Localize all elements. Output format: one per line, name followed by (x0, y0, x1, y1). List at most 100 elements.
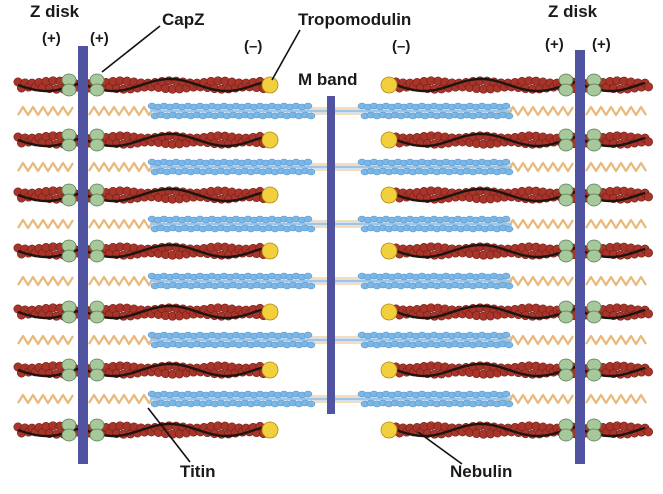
titin-strand (17, 105, 74, 117)
myosin-head (306, 225, 316, 233)
capz-cap (558, 368, 574, 382)
titin-strand (585, 275, 647, 287)
z-disk-left (78, 46, 88, 464)
myosin-head (504, 112, 514, 120)
titin-label: Titin (180, 462, 216, 481)
titin-strand (585, 334, 647, 346)
capz-cap (61, 368, 77, 382)
titin-leader-line (147, 407, 191, 463)
titin-strand (585, 105, 647, 117)
myosin-head (303, 272, 313, 280)
myosin-head (504, 282, 514, 290)
capz-layer (61, 73, 602, 442)
capz-cap (89, 193, 105, 207)
tropomyosin-strand (84, 243, 263, 259)
titin-strand (585, 161, 647, 173)
myosin-head (306, 400, 316, 408)
tropomodulin-cap (261, 131, 279, 149)
actin-monomer (643, 427, 653, 437)
z-disk-right-label: Z disk (548, 2, 598, 21)
myosin-head (504, 225, 514, 233)
myosin-head (501, 331, 511, 339)
tropomodulin-cap (380, 303, 398, 321)
capz-cap (586, 249, 602, 263)
capz-cap (89, 83, 105, 97)
capz-cap (586, 368, 602, 382)
capz-cap (61, 138, 77, 152)
actin-monomer (643, 192, 653, 202)
plus-end-label-3: (+) (545, 36, 564, 53)
plus-end-label-4: (+) (592, 36, 611, 53)
actin-monomer (643, 309, 653, 319)
capz-cap (89, 310, 105, 324)
tropomyosin-strand (395, 132, 577, 148)
capz-cap (61, 310, 77, 324)
tropomyosin-strand (395, 304, 577, 320)
tropomyosin-strand (395, 187, 577, 203)
titin-strand (88, 393, 160, 405)
capz-cap (586, 138, 602, 152)
capz-cap (89, 249, 105, 263)
myosin-head (501, 390, 511, 398)
tropomyosin-strand (395, 243, 577, 259)
titin-strand (585, 218, 647, 230)
myosin-head (303, 215, 313, 223)
tropomodulin-cap (261, 186, 279, 204)
titin-strand (88, 218, 160, 230)
capz-cap (558, 193, 574, 207)
titin-strand (17, 275, 74, 287)
capz-cap (586, 428, 602, 442)
tropomodulin-label: Tropomodulin (298, 10, 412, 29)
tropomodulin-leader-line (271, 29, 301, 81)
tropomodulin-cap (380, 186, 398, 204)
leader-line-layer (101, 25, 463, 465)
myosin-head (303, 331, 313, 339)
capz-cap (89, 368, 105, 382)
tropomyosin-strand (84, 77, 263, 93)
tropomyosin-strand (395, 362, 577, 378)
tropomodulin-cap (380, 361, 398, 379)
tropomodulin-cap (380, 421, 398, 439)
capz-cap (89, 428, 105, 442)
tropomyosin-strand (84, 304, 263, 320)
capz-cap (61, 428, 77, 442)
minus-end-label-left: (–) (244, 38, 263, 55)
titin-strand (88, 334, 160, 346)
plus-end-label-1: (+) (42, 30, 61, 47)
myosin-head (504, 400, 514, 408)
myosin-head (306, 168, 316, 176)
capz-cap (558, 249, 574, 263)
nebulin-leader-line (417, 431, 463, 465)
minus-end-label-right: (–) (392, 38, 411, 55)
myosin-head (306, 282, 316, 290)
tropomodulin-cap (261, 421, 279, 439)
myosin-head (303, 102, 313, 110)
capz-cap (61, 193, 77, 207)
titin-strand (88, 275, 160, 287)
myosin-head (306, 112, 316, 120)
z-disk-left-label: Z disk (30, 2, 80, 21)
actin-monomer (643, 82, 653, 92)
tropomodulin-cap (261, 303, 279, 321)
z-disk-layer (78, 46, 585, 464)
myosin-head (501, 158, 511, 166)
tropomyosin-strand (84, 132, 263, 148)
capz-label: CapZ (162, 10, 205, 29)
capz-cap (61, 249, 77, 263)
tropomodulin-cap (261, 242, 279, 260)
actin-monomer (643, 367, 653, 377)
capz-cap (61, 83, 77, 97)
tropomyosin-strand (395, 422, 577, 438)
capz-cap (558, 428, 574, 442)
capz-cap (89, 138, 105, 152)
capz-cap (586, 83, 602, 97)
titin-strand (88, 161, 160, 173)
titin-strand (585, 393, 647, 405)
titin-strand (17, 393, 74, 405)
m-band-line (327, 96, 335, 414)
myosin-head (501, 272, 511, 280)
myosin-head (303, 390, 313, 398)
tropomyosin-strand (84, 187, 263, 203)
titin-strand (17, 161, 74, 173)
myosin-head (306, 341, 316, 349)
